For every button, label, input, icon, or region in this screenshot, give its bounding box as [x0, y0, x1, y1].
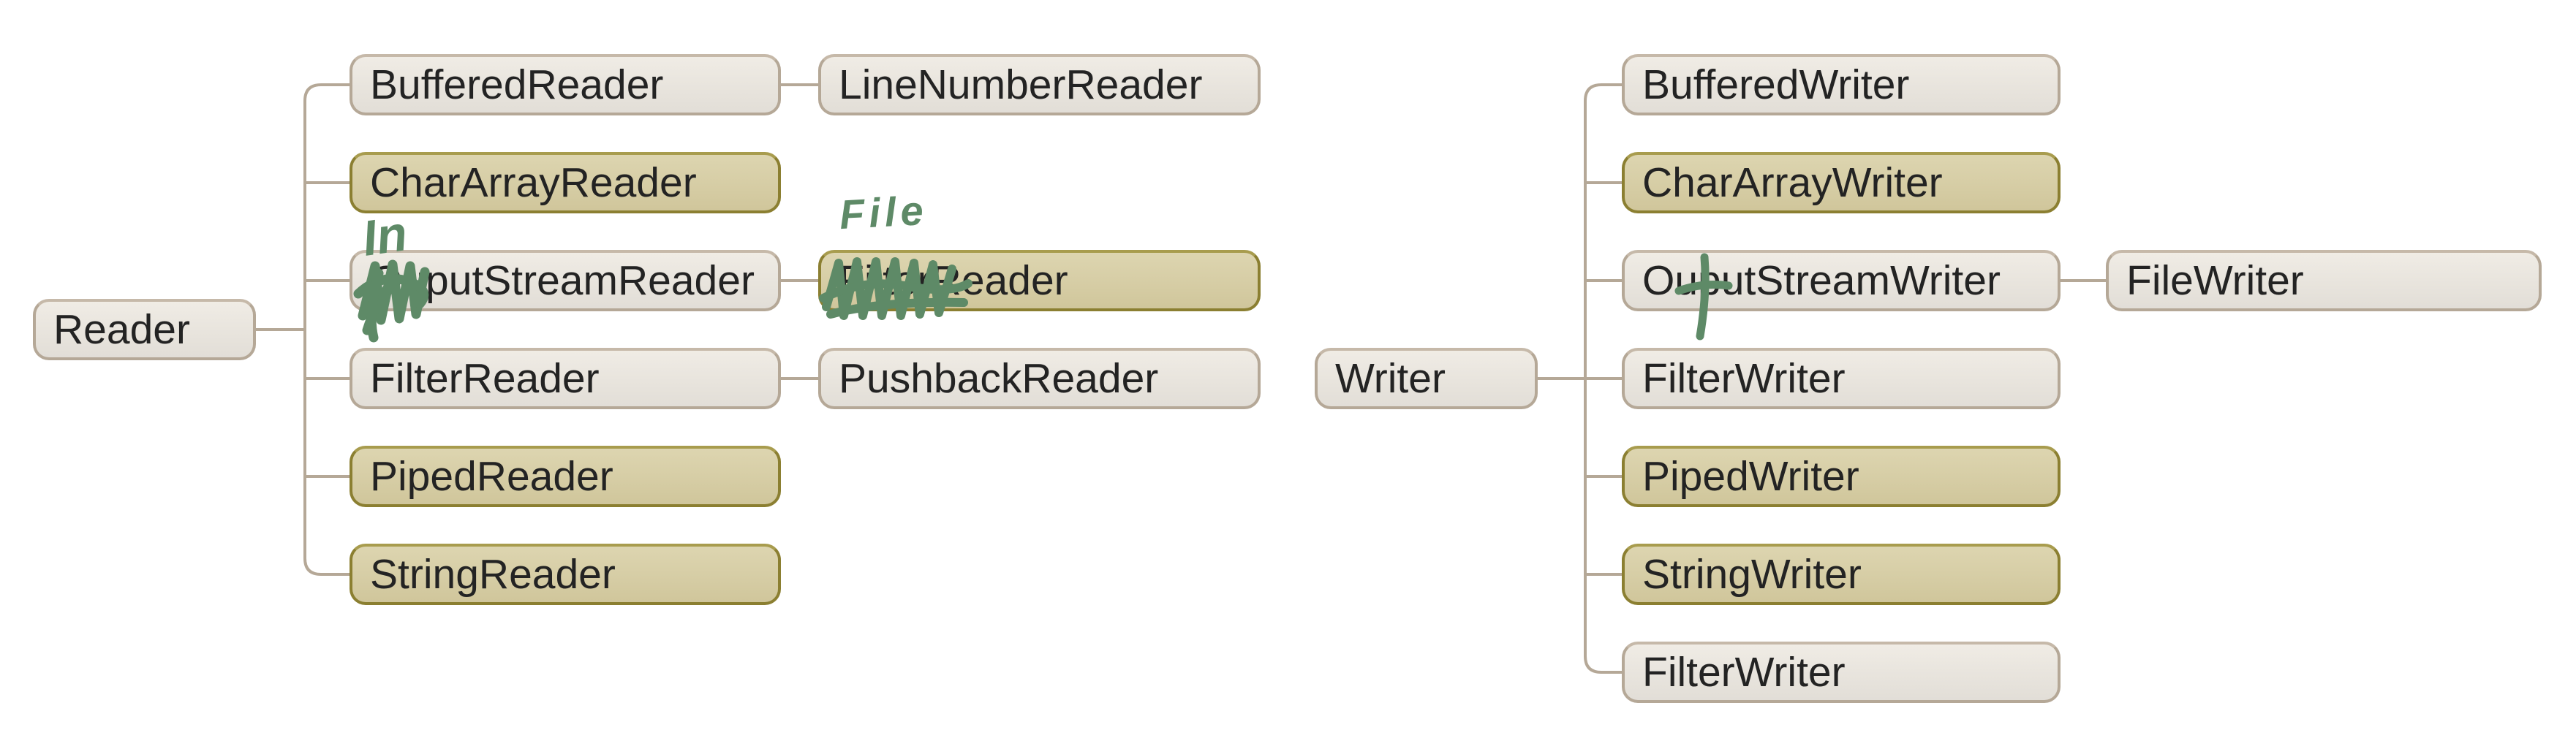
- node-ouput-stream-reader: OuputStreamReader: [350, 250, 781, 311]
- node-char-array-reader: CharArrayReader: [350, 152, 781, 213]
- node-buffered-writer: BufferedWriter: [1622, 54, 2061, 115]
- node-label: LineNumberReader: [839, 61, 1203, 108]
- node-file-writer: FileWriter: [2106, 250, 2542, 311]
- node-label: FileWriter: [2126, 257, 2304, 304]
- node-pushback-reader: PushbackReader: [818, 348, 1261, 409]
- node-label: PushbackReader: [839, 355, 1159, 402]
- node-writer-root: Writer: [1315, 348, 1538, 409]
- connector-writer-trunk: [1584, 83, 1622, 674]
- node-label: Reader: [53, 306, 190, 353]
- node-reader-root: Reader: [33, 299, 256, 360]
- node-label-scribbled-prefix: Filter: [839, 257, 932, 304]
- node-label: CharArrayWriter: [1642, 159, 1943, 206]
- handwriting-in-correction: In: [359, 205, 411, 267]
- node-filter-writer: FilterWriter: [1622, 348, 2061, 409]
- node-label: OuputStreamWriter: [1642, 257, 2001, 304]
- node-label: BufferedWriter: [1642, 61, 1910, 108]
- node-ouput-stream-writer: OuputStreamWriter: [1622, 250, 2061, 311]
- node-piped-writer: PipedWriter: [1622, 446, 2061, 507]
- node-label: StringWriter: [1642, 551, 1862, 598]
- node-label: PipedReader: [370, 453, 613, 500]
- handwriting-file-correction: File: [838, 186, 929, 238]
- node-string-reader: StringReader: [350, 544, 781, 605]
- node-label: CharArrayReader: [370, 159, 697, 206]
- node-filter-writer-2: FilterWriter: [1622, 642, 2061, 703]
- node-label: FilterWriter: [1642, 355, 1846, 402]
- node-char-array-writer: CharArrayWriter: [1622, 152, 2061, 213]
- node-label: StringReader: [370, 551, 616, 598]
- node-label: FilterWriter: [1642, 649, 1846, 696]
- connector-reader-trunk: [303, 83, 351, 576]
- node-label: Writer: [1335, 355, 1446, 402]
- node-line-number-reader: LineNumberReader: [818, 54, 1261, 115]
- node-label: BufferedReader: [370, 61, 664, 108]
- node-label: FilterReader: [370, 355, 600, 402]
- node-label: Reader: [931, 257, 1068, 304]
- node-label: PipedWriter: [1642, 453, 1859, 500]
- node-buffered-reader: BufferedReader: [350, 54, 781, 115]
- node-filter-reader: FilterReader: [350, 348, 781, 409]
- node-label: OuputStreamReader: [370, 257, 755, 304]
- node-string-writer: StringWriter: [1622, 544, 2061, 605]
- node-piped-reader: PipedReader: [350, 446, 781, 507]
